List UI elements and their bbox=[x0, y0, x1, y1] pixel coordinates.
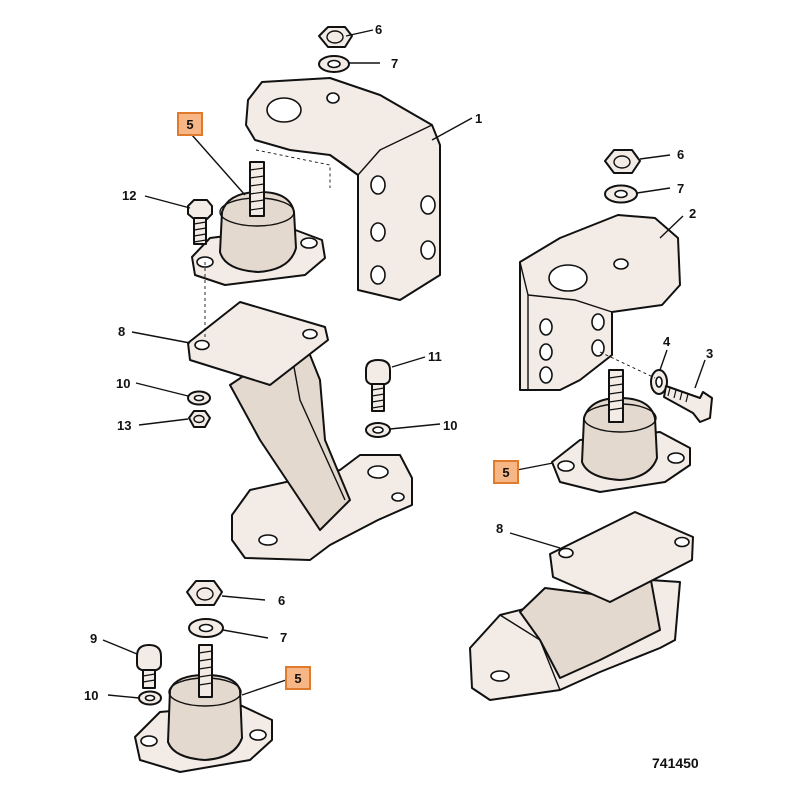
label-3: 3 bbox=[706, 346, 713, 361]
callout-5-text: 5 bbox=[502, 465, 509, 480]
label-7-right: 7 bbox=[677, 181, 684, 196]
callout-5-bottom: 5 bbox=[285, 666, 311, 690]
label-2: 2 bbox=[689, 206, 696, 221]
washer-10-mid bbox=[365, 422, 391, 438]
part-labels: 6 7 1 12 8 10 13 11 10 6 7 2 4 3 8 6 7 9… bbox=[84, 22, 713, 703]
washer-10-left bbox=[187, 390, 211, 406]
label-4: 4 bbox=[663, 334, 671, 349]
label-11: 11 bbox=[428, 349, 442, 364]
reference-number: 741450 bbox=[652, 755, 699, 771]
label-10-left: 10 bbox=[116, 376, 130, 391]
label-7-top: 7 bbox=[391, 56, 398, 71]
nut-6-top bbox=[318, 26, 353, 48]
label-1: 1 bbox=[475, 111, 482, 126]
label-6-top: 6 bbox=[375, 22, 382, 37]
label-8-right: 8 bbox=[496, 521, 503, 536]
washer-7-right bbox=[604, 184, 638, 204]
washer-4 bbox=[650, 369, 668, 395]
bracket-2 bbox=[519, 214, 681, 391]
mount-5-top-left bbox=[191, 161, 326, 286]
label-6-right: 6 bbox=[677, 147, 684, 162]
label-12: 12 bbox=[122, 188, 136, 203]
label-10-mid: 10 bbox=[443, 418, 457, 433]
washer-10-bottom bbox=[138, 690, 162, 706]
label-6-bottom: 6 bbox=[278, 593, 285, 608]
mount-5-bottom bbox=[134, 644, 273, 773]
bracket-1 bbox=[245, 77, 441, 301]
label-8-left: 8 bbox=[118, 324, 125, 339]
bolt-3 bbox=[599, 351, 713, 423]
nut-6-right bbox=[604, 149, 641, 174]
washer-7-top bbox=[318, 55, 350, 73]
label-9: 9 bbox=[90, 631, 97, 646]
callout-5-top-left: 5 bbox=[177, 112, 203, 136]
label-13: 13 bbox=[117, 418, 131, 433]
bracket-8-left bbox=[187, 262, 413, 561]
nut-13 bbox=[188, 410, 211, 428]
bolt-12 bbox=[187, 199, 213, 245]
leader-lines bbox=[102, 29, 706, 699]
nut-6-bottom bbox=[186, 580, 223, 606]
mount-5-right bbox=[551, 369, 691, 493]
bolt-9 bbox=[136, 644, 162, 689]
callout-5-text: 5 bbox=[294, 671, 301, 686]
label-10-bottom: 10 bbox=[84, 688, 98, 703]
washer-7-bottom bbox=[188, 618, 224, 638]
bolt-11 bbox=[365, 359, 391, 412]
bracket-8-right bbox=[469, 511, 694, 701]
callout-5-right: 5 bbox=[493, 460, 519, 484]
callout-5-text: 5 bbox=[186, 117, 193, 132]
label-7-bottom: 7 bbox=[280, 630, 287, 645]
